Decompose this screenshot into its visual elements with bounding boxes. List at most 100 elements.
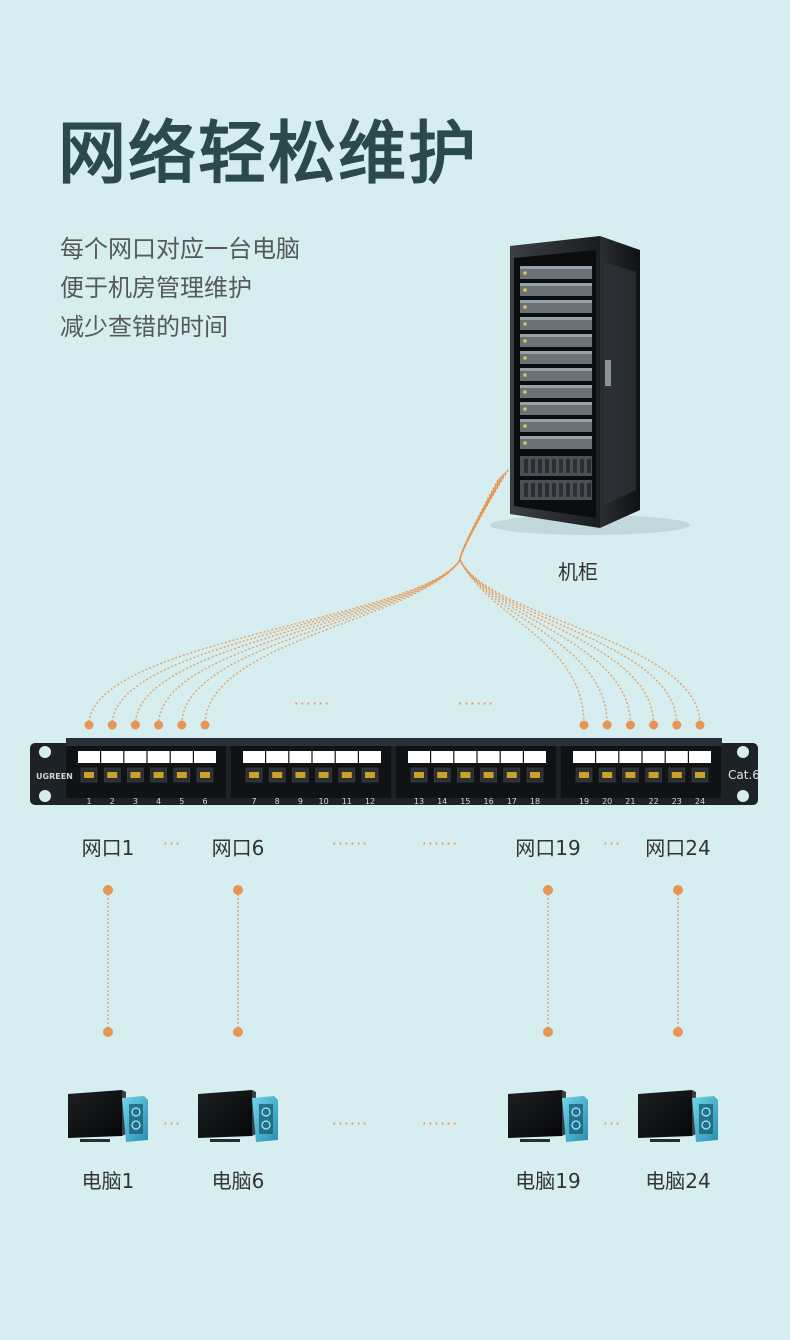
connector (233, 885, 243, 1037)
rj45-port (596, 751, 619, 783)
rj45-port (573, 751, 595, 783)
cable-endpoint (602, 720, 612, 730)
port-number: 22 (649, 797, 659, 806)
port-number: 17 (507, 797, 517, 806)
cable-line (157, 475, 503, 726)
cable-endpoint (625, 720, 635, 730)
cable-line (459, 473, 632, 726)
port-group (561, 746, 721, 798)
cable-endpoint (695, 720, 705, 730)
port-number: 5 (179, 797, 184, 806)
cable-endpoint (177, 720, 187, 730)
rj45-port (408, 751, 430, 783)
rack-server-unit (520, 317, 592, 330)
rj45-port (170, 751, 193, 783)
rj45-port (335, 751, 358, 783)
rj45-port (266, 751, 289, 783)
cable-ellipsis-left: ······ (293, 694, 331, 713)
cable-line (181, 477, 501, 726)
cable-endpoint (84, 720, 94, 730)
rj45-port (312, 751, 335, 783)
brand-logo: UGREEN (36, 772, 73, 781)
port-number: 10 (319, 797, 329, 806)
port-number: 18 (530, 797, 540, 806)
rj45-port (665, 751, 688, 783)
rj45-port (78, 751, 100, 783)
cabinet-label: 机柜 (558, 560, 598, 584)
patch-panel (30, 738, 758, 805)
rack-server-unit (520, 351, 592, 364)
cable-bundle (84, 469, 705, 730)
port-number: 16 (484, 797, 494, 806)
port-number: 23 (672, 797, 682, 806)
rack-server-unit (520, 419, 592, 432)
port-label-19: 网口19 (515, 836, 581, 860)
cable-line (88, 469, 509, 726)
port-number: 20 (602, 797, 612, 806)
cable-line (111, 471, 507, 726)
computer-icon (638, 1090, 718, 1142)
port-computer-connectors (103, 885, 683, 1037)
connector (103, 885, 113, 1037)
rj45-port (359, 751, 381, 783)
cable-endpoint (107, 720, 117, 730)
cat6-label: Cat.6 (728, 768, 760, 782)
rack-server-unit (520, 368, 592, 381)
rj45-port (289, 751, 312, 783)
cable-endpoint (672, 720, 682, 730)
rj45-port (147, 751, 170, 783)
rj45-port (454, 751, 477, 783)
port-number: 8 (275, 797, 280, 806)
rack-server-unit (520, 334, 592, 347)
cable-line (204, 479, 499, 726)
subtitle-line-3: 减少查错的时间 (60, 313, 228, 341)
rj45-port (500, 751, 523, 783)
rj45-port (524, 751, 546, 783)
port-label-ellipsis-1: ··· (162, 834, 182, 853)
subtitle-block: 每个网口对应一台电脑 便于机房管理维护 减少查错的时间 (60, 230, 300, 347)
connector (673, 885, 683, 1037)
port-label-ellipsis-4: ··· (602, 834, 622, 853)
port-label-24: 网口24 (645, 836, 711, 860)
port-number: 13 (414, 797, 424, 806)
rj45-port (689, 751, 711, 783)
rack-server-unit (520, 283, 592, 296)
rj45-port (194, 751, 216, 783)
subtitle-line-2: 便于机房管理维护 (60, 274, 252, 302)
cable-endpoint (579, 720, 589, 730)
port-number: 11 (342, 797, 352, 806)
port-label-ellipsis-3: ······ (421, 834, 459, 853)
rj45-port (101, 751, 124, 783)
port-number: 9 (298, 797, 303, 806)
rj45-port (243, 751, 265, 783)
cable-ellipsis-right: ······ (457, 694, 495, 713)
rack-server-unit (520, 300, 592, 313)
port-number: 3 (133, 797, 138, 806)
cable-line (134, 473, 505, 726)
port-number: 12 (365, 797, 375, 806)
computer-label-19: 电脑19 (515, 1169, 581, 1193)
rack-server-unit (520, 402, 592, 415)
connector (543, 885, 553, 1037)
port-number: 19 (579, 797, 589, 806)
port-group (396, 746, 556, 798)
rj45-port (124, 751, 147, 783)
cable-endpoint (154, 720, 164, 730)
port-number: 7 (251, 797, 256, 806)
rack-server-unit (520, 385, 592, 398)
port-number: 4 (156, 797, 161, 806)
rj45-port (642, 751, 665, 783)
rj45-port (619, 751, 642, 783)
port-number: 2 (110, 797, 115, 806)
port-group (231, 746, 391, 798)
computer-ellipsis-1: ··· (162, 1114, 182, 1133)
rj45-port (431, 751, 454, 783)
port-number: 21 (625, 797, 635, 806)
port-number: 14 (437, 797, 447, 806)
rack-storage-unit (520, 480, 592, 500)
port-label-6: 网口6 (211, 836, 265, 860)
subtitle-line-1: 每个网口对应一台电脑 (60, 235, 300, 263)
port-label-1: 网口1 (81, 836, 135, 860)
computer-icon (198, 1090, 278, 1142)
port-number: 6 (202, 797, 207, 806)
